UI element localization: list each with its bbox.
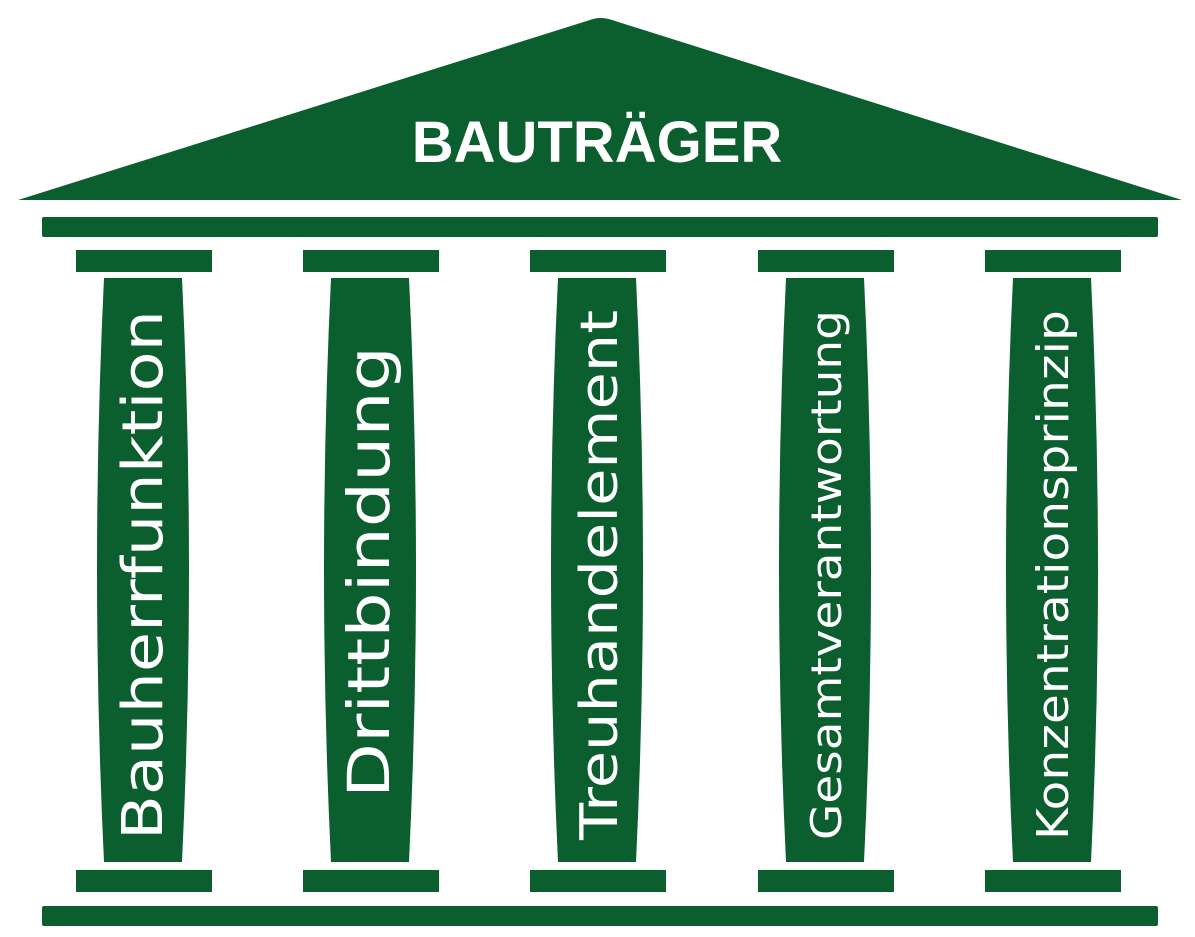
pillar-base (530, 870, 666, 892)
pillar-gesamtverantwortung: Gesamtverantwortung (758, 250, 894, 892)
pillar-drittbindung: Drittbindung (303, 250, 439, 892)
roof-pediment (18, 18, 1182, 200)
pillar-treuhandelement: Treuhandelement (530, 250, 666, 892)
pillar-capital (758, 250, 894, 272)
pillar-row: Bauherrfunktion Drittbindung Treuhandele… (76, 250, 1121, 892)
pillar-label: Treuhandelement (570, 310, 630, 841)
pillar-capital (985, 250, 1121, 272)
pillar-bauherrfunktion: Bauherrfunktion (76, 250, 212, 892)
foundation-base (42, 906, 1158, 926)
roof-title: BAUTRÄGER (412, 110, 783, 175)
pillar-label: Drittbindung (335, 346, 403, 798)
pillar-konzentrationsprinzip: Konzentrationsprinzip (985, 250, 1121, 892)
pillar-base (303, 870, 439, 892)
pillar-shaft (324, 278, 416, 862)
pillar-shaft (551, 278, 643, 862)
pillar-label: Gesamtverantwortung (802, 310, 851, 840)
pillar-base (76, 870, 212, 892)
pillar-capital (303, 250, 439, 272)
entablature-beam (42, 217, 1158, 237)
pillar-capital (76, 250, 212, 272)
pillar-capital (530, 250, 666, 272)
pillar-shaft (97, 278, 189, 862)
pillar-base (758, 870, 894, 892)
pillar-shaft (779, 278, 871, 862)
pillar-shaft (1006, 278, 1098, 862)
pillar-label: Konzentrationsprinzip (1028, 310, 1079, 840)
pillar-base (985, 870, 1121, 892)
pillar-label: Bauherrfunktion (111, 310, 176, 840)
